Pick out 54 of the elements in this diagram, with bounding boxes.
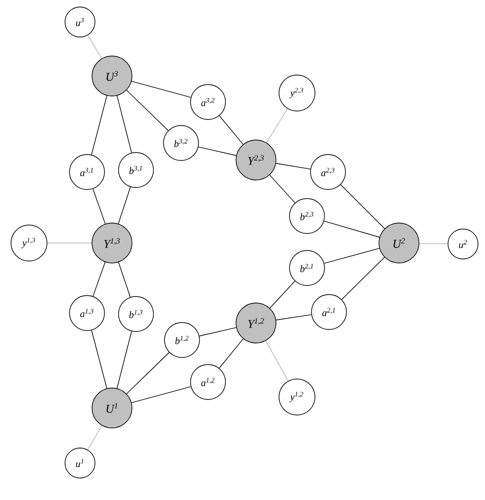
circle-node: y$^{2,3}$: [278, 74, 316, 112]
circle-node: b$^{2,1}$: [289, 250, 325, 286]
edge-line: [324, 220, 380, 238]
edge-line: [91, 95, 108, 156]
edge-line: [266, 340, 288, 382]
circle-node: a$^{2,1}$: [311, 294, 347, 330]
shaded-circle-node: Y$^{1,2}$: [236, 302, 276, 344]
edge-line: [219, 115, 244, 145]
edge-line: [126, 352, 170, 394]
edge-line: [47, 242, 92, 244]
circle-node: b$^{3,1}$: [118, 152, 154, 188]
shaded-circle-node: Y$^{2,3}$: [236, 140, 276, 180]
circle-node: a$^{3,1}$: [69, 154, 105, 190]
edge-line: [92, 188, 106, 224]
circle-node: y$^{1,3}$: [10, 224, 48, 262]
shaded-circle-node: U$^{1}$: [92, 388, 132, 428]
edge-line: [131, 80, 192, 98]
edge-line: [269, 280, 296, 308]
circle-node: a$^{1,2}$: [190, 364, 226, 400]
edge-line: [218, 338, 244, 368]
circle-node: b$^{2,3}$: [289, 198, 325, 234]
edge-line: [199, 327, 237, 336]
edge-line: [92, 262, 106, 297]
circle-node: a$^{2,3}$: [310, 154, 346, 190]
circle-node: y$^{1,2}$: [278, 378, 316, 416]
edge-line: [91, 330, 108, 389]
edge-line: [87, 425, 102, 450]
edge-line: [419, 242, 448, 244]
edge-line: [116, 95, 132, 154]
shaded-circle-node: Y$^{1,3}$: [92, 222, 132, 264]
circle-node: u$^{1}$: [64, 448, 96, 478]
circle-node: u$^{3}$: [64, 6, 96, 38]
edge-line: [87, 34, 102, 59]
edge-line: [341, 256, 385, 300]
circle-node: u$^{2}$: [448, 228, 478, 260]
edge-line: [340, 184, 385, 229]
circle-node: b$^{3,2}$: [163, 125, 199, 161]
circle-node: b$^{1,2}$: [164, 322, 200, 358]
edge-line: [276, 163, 311, 170]
edge-line: [276, 314, 312, 320]
shaded-circle-node: U$^{3}$: [92, 56, 132, 96]
edge-line: [126, 90, 169, 131]
edge-line: [118, 262, 131, 298]
shaded-circle-node: U$^{2}$: [378, 222, 420, 264]
edge-line: [118, 186, 131, 224]
edge-line: [116, 330, 132, 389]
edge-line: [266, 108, 288, 143]
edge-line: [198, 146, 236, 156]
edge-line: [131, 386, 192, 404]
circle-node: a$^{3,2}$: [190, 84, 226, 120]
circle-node: a$^{1,3}$: [69, 295, 105, 331]
edge-line: [324, 248, 380, 264]
circle-node: b$^{1,3}$: [118, 296, 154, 332]
edge-line: [269, 174, 296, 204]
